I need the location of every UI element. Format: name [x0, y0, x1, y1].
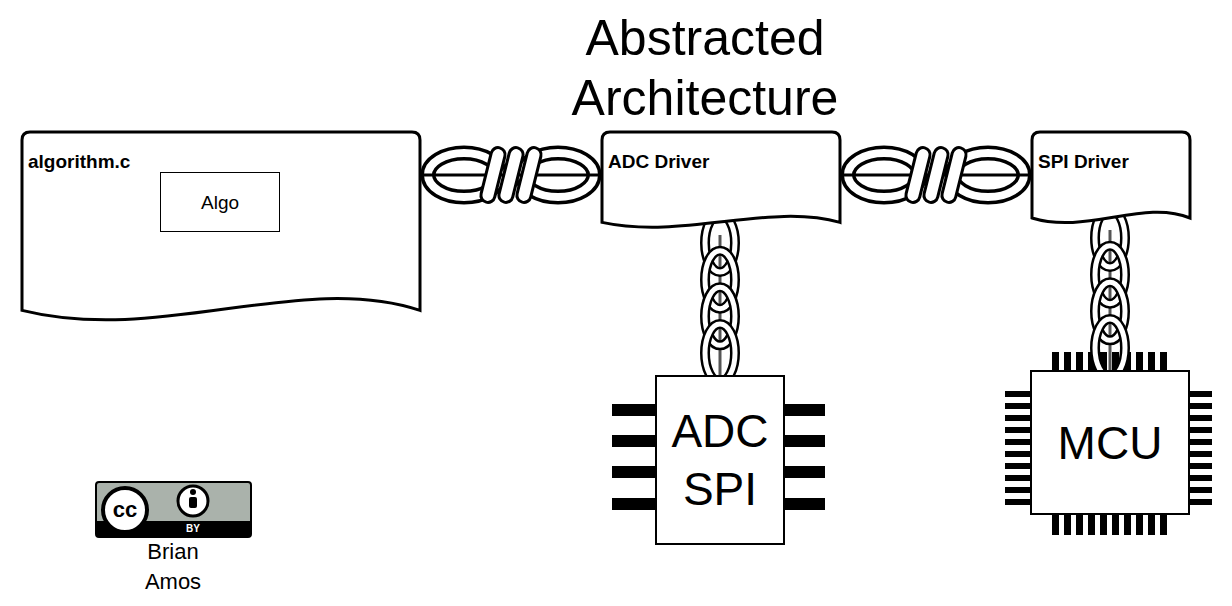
cc-circle	[103, 488, 147, 532]
person-head	[190, 489, 196, 495]
chip-pin	[1190, 451, 1212, 457]
rope-connector	[422, 146, 600, 204]
chip-pin	[1160, 352, 1167, 370]
chip-pin	[1160, 515, 1167, 535]
document-outline-path	[22, 132, 420, 320]
driver-file: ADC Driver	[600, 130, 842, 235]
chip-pin	[1005, 391, 1030, 397]
logo-plate	[96, 482, 251, 537]
chip-pin	[1190, 403, 1212, 409]
author-name: Brian Amos	[123, 537, 223, 597]
chip-pin	[780, 498, 825, 510]
chain-link	[705, 324, 735, 382]
source-file: algorithm.cAlgo	[20, 130, 422, 335]
chip-pin	[612, 404, 655, 416]
chip-pin	[1190, 427, 1212, 433]
chip-pin	[780, 404, 825, 416]
file-name: ADC Driver	[608, 150, 834, 173]
chip-pin	[1190, 391, 1212, 397]
chip-pin	[1005, 463, 1030, 469]
rope-coil	[515, 146, 542, 204]
file-name: algorithm.c	[28, 150, 414, 173]
chip-pin	[1076, 515, 1083, 535]
chip-pin	[1005, 427, 1030, 433]
chip-pin	[1190, 499, 1212, 505]
chip-pin	[1064, 515, 1071, 535]
chain-connector	[1095, 209, 1125, 377]
document-outline	[1030, 130, 1192, 230]
chip-pin	[1064, 352, 1071, 370]
mcu-pins	[1005, 352, 1212, 535]
chip-pin	[1005, 475, 1030, 481]
chip-body: MCU	[1030, 370, 1190, 515]
chip-pin	[1005, 451, 1030, 457]
chip-pin	[1124, 515, 1131, 535]
license-tag: BY	[178, 523, 208, 535]
chain-link-core	[1095, 319, 1125, 377]
chip-pin	[1148, 352, 1155, 370]
chip-pin	[1112, 515, 1119, 535]
chip-pin	[1005, 487, 1030, 493]
chip-pin	[1005, 499, 1030, 505]
function-box: Algo	[160, 172, 280, 232]
chain-link-core	[705, 324, 735, 382]
chip-pin	[612, 435, 655, 447]
cc-by-logo	[96, 482, 251, 537]
file-name: SPI Driver	[1038, 150, 1184, 173]
chip-label: ADC SPI	[661, 402, 779, 518]
chip-pin	[612, 498, 655, 510]
chip-pin	[1136, 352, 1143, 370]
chip-body: ADC SPI	[655, 375, 785, 545]
box-label: Algo	[201, 191, 239, 214]
person-body	[189, 497, 197, 508]
chip-pin	[1190, 487, 1212, 493]
by-circle	[178, 486, 208, 516]
chip-pin	[1005, 439, 1030, 445]
chip-pin	[780, 435, 825, 447]
rope-connector	[842, 146, 1030, 204]
chip-pin	[1088, 515, 1095, 535]
driver-file: SPI Driver	[1030, 130, 1192, 230]
chip-pin	[1005, 415, 1030, 421]
chip-pin	[612, 466, 655, 478]
diagram-title: Abstracted Architecture	[550, 8, 860, 128]
chip-pin	[1136, 515, 1143, 535]
document-outline-path	[602, 132, 840, 227]
chip-pin	[1100, 515, 1107, 535]
chain-connector	[705, 214, 735, 382]
chain-link	[1095, 319, 1125, 377]
chip-pin	[1052, 352, 1059, 370]
chip-pin	[1005, 403, 1030, 409]
document-outline	[600, 130, 842, 235]
chip-pin	[1190, 475, 1212, 481]
chip-pin	[1052, 515, 1059, 535]
chip-label: MCU	[1058, 414, 1163, 472]
chip-pin	[1190, 439, 1212, 445]
rope-coil	[940, 146, 967, 204]
chip-pin	[1148, 515, 1155, 535]
chip-pin	[1076, 352, 1083, 370]
document-outline-path	[1032, 132, 1190, 223]
chip-pin	[1190, 463, 1212, 469]
license-symbol: cc	[103, 497, 147, 523]
chip-pin	[1190, 415, 1212, 421]
chip-pin	[780, 466, 825, 478]
